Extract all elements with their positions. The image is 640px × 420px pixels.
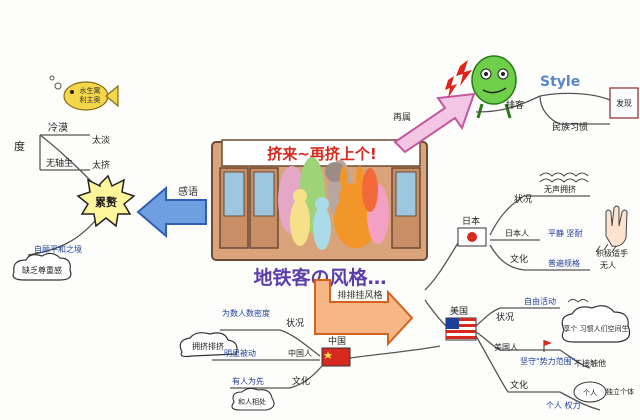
usa-ordered: 自由活动 <box>524 296 556 306</box>
china-squeeze: 拥挤排挤 <box>192 341 224 351</box>
crowd-sketch-japan <box>539 172 589 183</box>
left-outer-label: 度 <box>14 139 25 153</box>
left-too-tired-label: 太挤 <box>92 159 110 171</box>
lightning-red <box>445 60 472 98</box>
japan-quiet: 平静 坚耐 <box>548 228 583 238</box>
usa-people: 美国人 <box>494 342 518 352</box>
china-flag <box>321 347 351 367</box>
china-seniority: 有人为先 <box>232 376 264 386</box>
arrow-label-compare: 排排挂风格 <box>337 289 382 301</box>
cloud-china <box>179 332 238 358</box>
arrow-label-feelings: 感语 <box>178 185 198 198</box>
arrow-label-extension: 再属 <box>393 112 411 123</box>
subway-car: 挤来~再挤上个! <box>211 139 428 261</box>
china-flag-label: 中国 <box>328 335 346 347</box>
cloud-left-label: 缺乏尊重感 <box>22 265 62 275</box>
usa-branch-lines <box>424 299 601 411</box>
left-no-seat-label: 无轴生 <box>46 157 73 169</box>
arrow-left <box>136 185 207 239</box>
window-left <box>223 171 245 217</box>
china-crowded-top: 为数人数密度 <box>222 308 270 318</box>
japan-rules: 普遍规格 <box>548 258 580 268</box>
china-situation: 状况 <box>286 317 304 329</box>
rain-person-icon <box>595 243 617 253</box>
fish-illustration <box>49 75 119 111</box>
crowd-sketch-usa <box>567 299 589 303</box>
cloud-china-bottom <box>231 387 275 411</box>
top-right-box <box>609 87 639 119</box>
top-right-lines <box>475 92 611 125</box>
usa-situation: 状况 <box>496 311 514 323</box>
usa-self-note: 个人 <box>583 389 597 397</box>
flag-pennant-icon <box>543 340 552 352</box>
japan-flag-label: 日本 <box>462 215 480 227</box>
cloud-left <box>12 252 72 281</box>
japan-flag <box>457 227 487 247</box>
china-chinese-people: 中国人 <box>288 348 312 358</box>
usa-individual-right: 独立个体 <box>606 387 634 396</box>
passenger-crowd <box>278 157 389 250</box>
hand-icon <box>605 205 628 247</box>
usa-individual: 个人 权力 <box>546 400 581 410</box>
top-right-edge-label: 发现 <box>616 98 632 108</box>
japan-rain-note: 无人 <box>600 261 616 270</box>
left-indifferent-label: 太淡 <box>92 134 110 146</box>
japan-situation: 状况 <box>514 193 532 205</box>
usa-flag-label: 美国 <box>450 305 468 317</box>
cloud-usa <box>561 305 631 343</box>
japan-silent-crowd: 无声拥挤 <box>544 184 576 194</box>
cloud-usa-small <box>573 381 607 403</box>
left-self-safe-label: 自顾平和之境 <box>34 244 82 254</box>
left-center-label: 累赘 <box>95 195 117 209</box>
top-right-attitude: 排客 <box>506 99 524 111</box>
china-patient: 明显被动 <box>224 348 256 358</box>
usa-culture: 文化 <box>510 379 528 391</box>
japan-hand-note: 积极适手 <box>596 248 628 258</box>
fish-note-line1: 水生寓 <box>80 86 101 95</box>
usa-cloud-note: 享个 习惯人们空间生 <box>563 324 628 333</box>
japan-culture: 文化 <box>510 253 528 265</box>
main-title: 地铁客の风格… <box>253 266 386 289</box>
japan-people: 日本人 <box>505 228 529 238</box>
china-culture: 文化 <box>292 375 310 387</box>
china-harmony: 和人相处 <box>238 397 266 406</box>
monster-face-illustration <box>471 55 517 119</box>
japan-branch-lines <box>424 195 590 291</box>
arrow-lower-right <box>314 279 414 347</box>
usa-keep-distance: 坚守"势力范围" <box>520 356 575 366</box>
arrow-upper-right <box>393 92 476 154</box>
window-left-2 <box>253 171 275 217</box>
burst-shape <box>76 174 136 228</box>
fish-note-line2: 利主奥 <box>80 95 101 104</box>
left-cold-label: 冷漠 <box>48 121 68 134</box>
subway-banner: 挤来~再挤上个! <box>267 145 376 163</box>
style-word: Style <box>540 74 580 90</box>
usa-flag <box>445 317 477 341</box>
top-right-habits: 民族习惯 <box>552 121 588 133</box>
banner-board <box>221 139 421 167</box>
window-right <box>395 171 417 217</box>
usa-no-touch: 不接触他 <box>574 358 606 368</box>
